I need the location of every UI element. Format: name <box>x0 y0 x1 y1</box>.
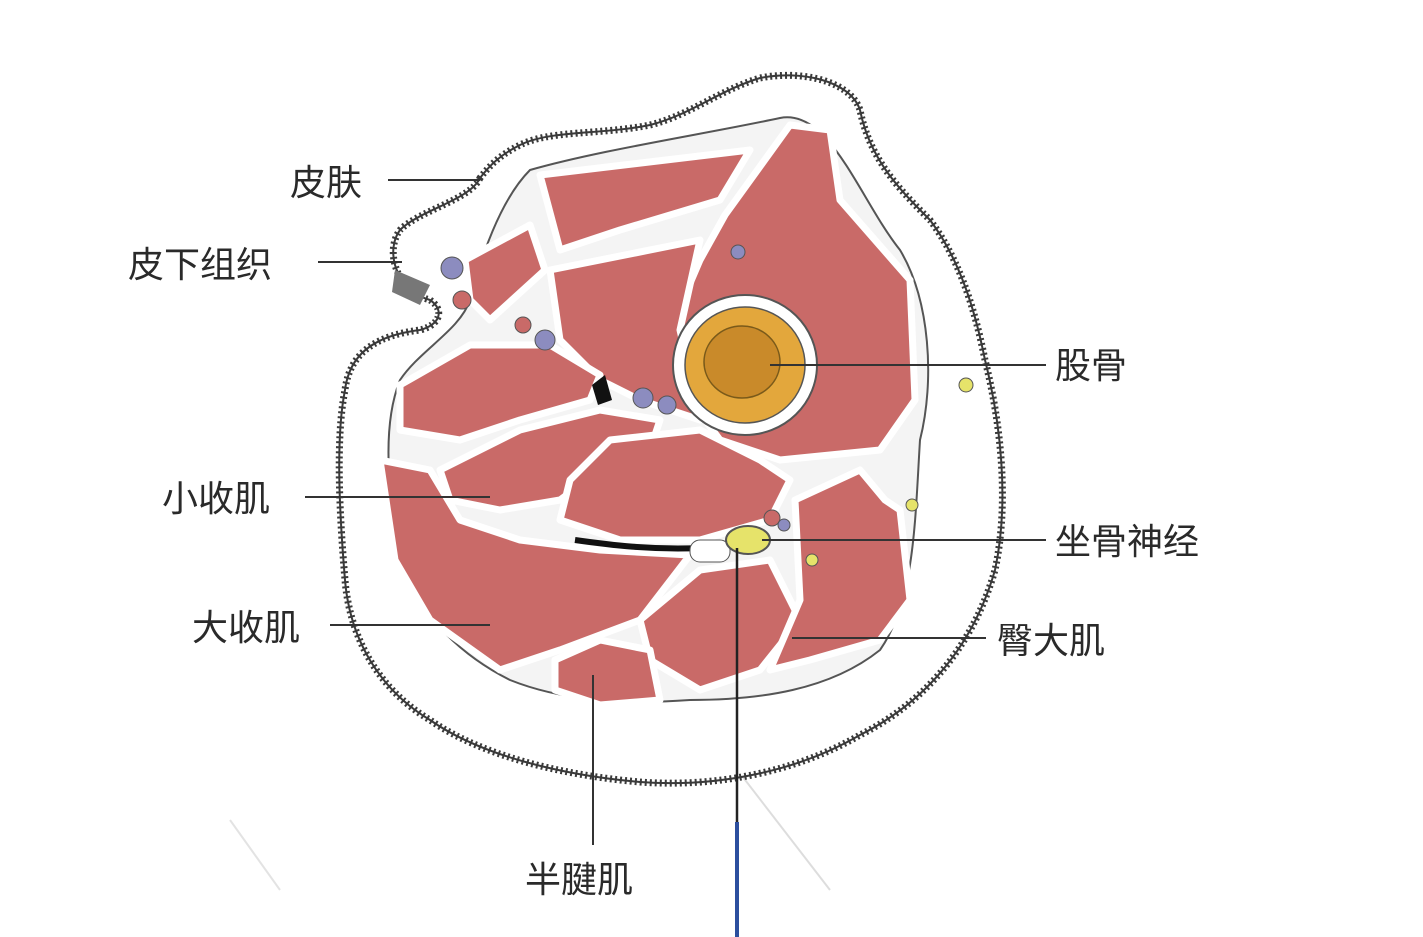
scan-artifact <box>229 819 281 891</box>
label-adductor-magnus: 大收肌 <box>192 608 300 649</box>
label-sciatic-nerve: 坐骨神经 <box>1055 522 1199 563</box>
vessel-icon <box>777 518 791 532</box>
label-femur: 股骨 <box>1055 346 1127 387</box>
label-gluteus-maximus: 臀大肌 <box>997 621 1105 662</box>
nerve-small-icon <box>958 377 974 393</box>
nerve-sheath <box>689 539 731 563</box>
intermuscular-septum <box>574 537 701 552</box>
nerve-small-icon <box>905 498 919 512</box>
muscles <box>376 121 919 709</box>
muscle-sartorius <box>536 146 754 254</box>
nerve-small-icon <box>805 553 819 567</box>
vessel-icon <box>514 316 532 334</box>
vessel-icon <box>534 329 556 351</box>
vessels <box>440 244 974 567</box>
vessel-icon <box>657 395 677 415</box>
muscle-adductor-brevis <box>396 341 604 444</box>
label-adductor-minimus: 小收肌 <box>162 479 270 520</box>
vessel-icon <box>452 290 472 310</box>
skin-inner-line <box>338 74 1004 785</box>
muscle-gluteus-maximus <box>766 466 914 674</box>
vessel-icon <box>763 509 781 527</box>
vessel-icon <box>440 256 464 280</box>
vessel-icon <box>632 387 654 409</box>
label-skin: 皮肤 <box>290 163 362 204</box>
label-subcutaneous: 皮下组织 <box>128 245 272 286</box>
linea-aspera-dark <box>592 375 612 405</box>
muscle-gracilis <box>461 221 549 324</box>
vessel-icon <box>730 244 746 260</box>
label-semitendinosus: 半腱肌 <box>525 860 633 901</box>
femur-marrow <box>703 325 781 399</box>
muscle-adductor-magnus <box>376 456 694 674</box>
skin-cut-hatch <box>392 270 430 305</box>
muscle-semitendinosus <box>551 636 664 709</box>
